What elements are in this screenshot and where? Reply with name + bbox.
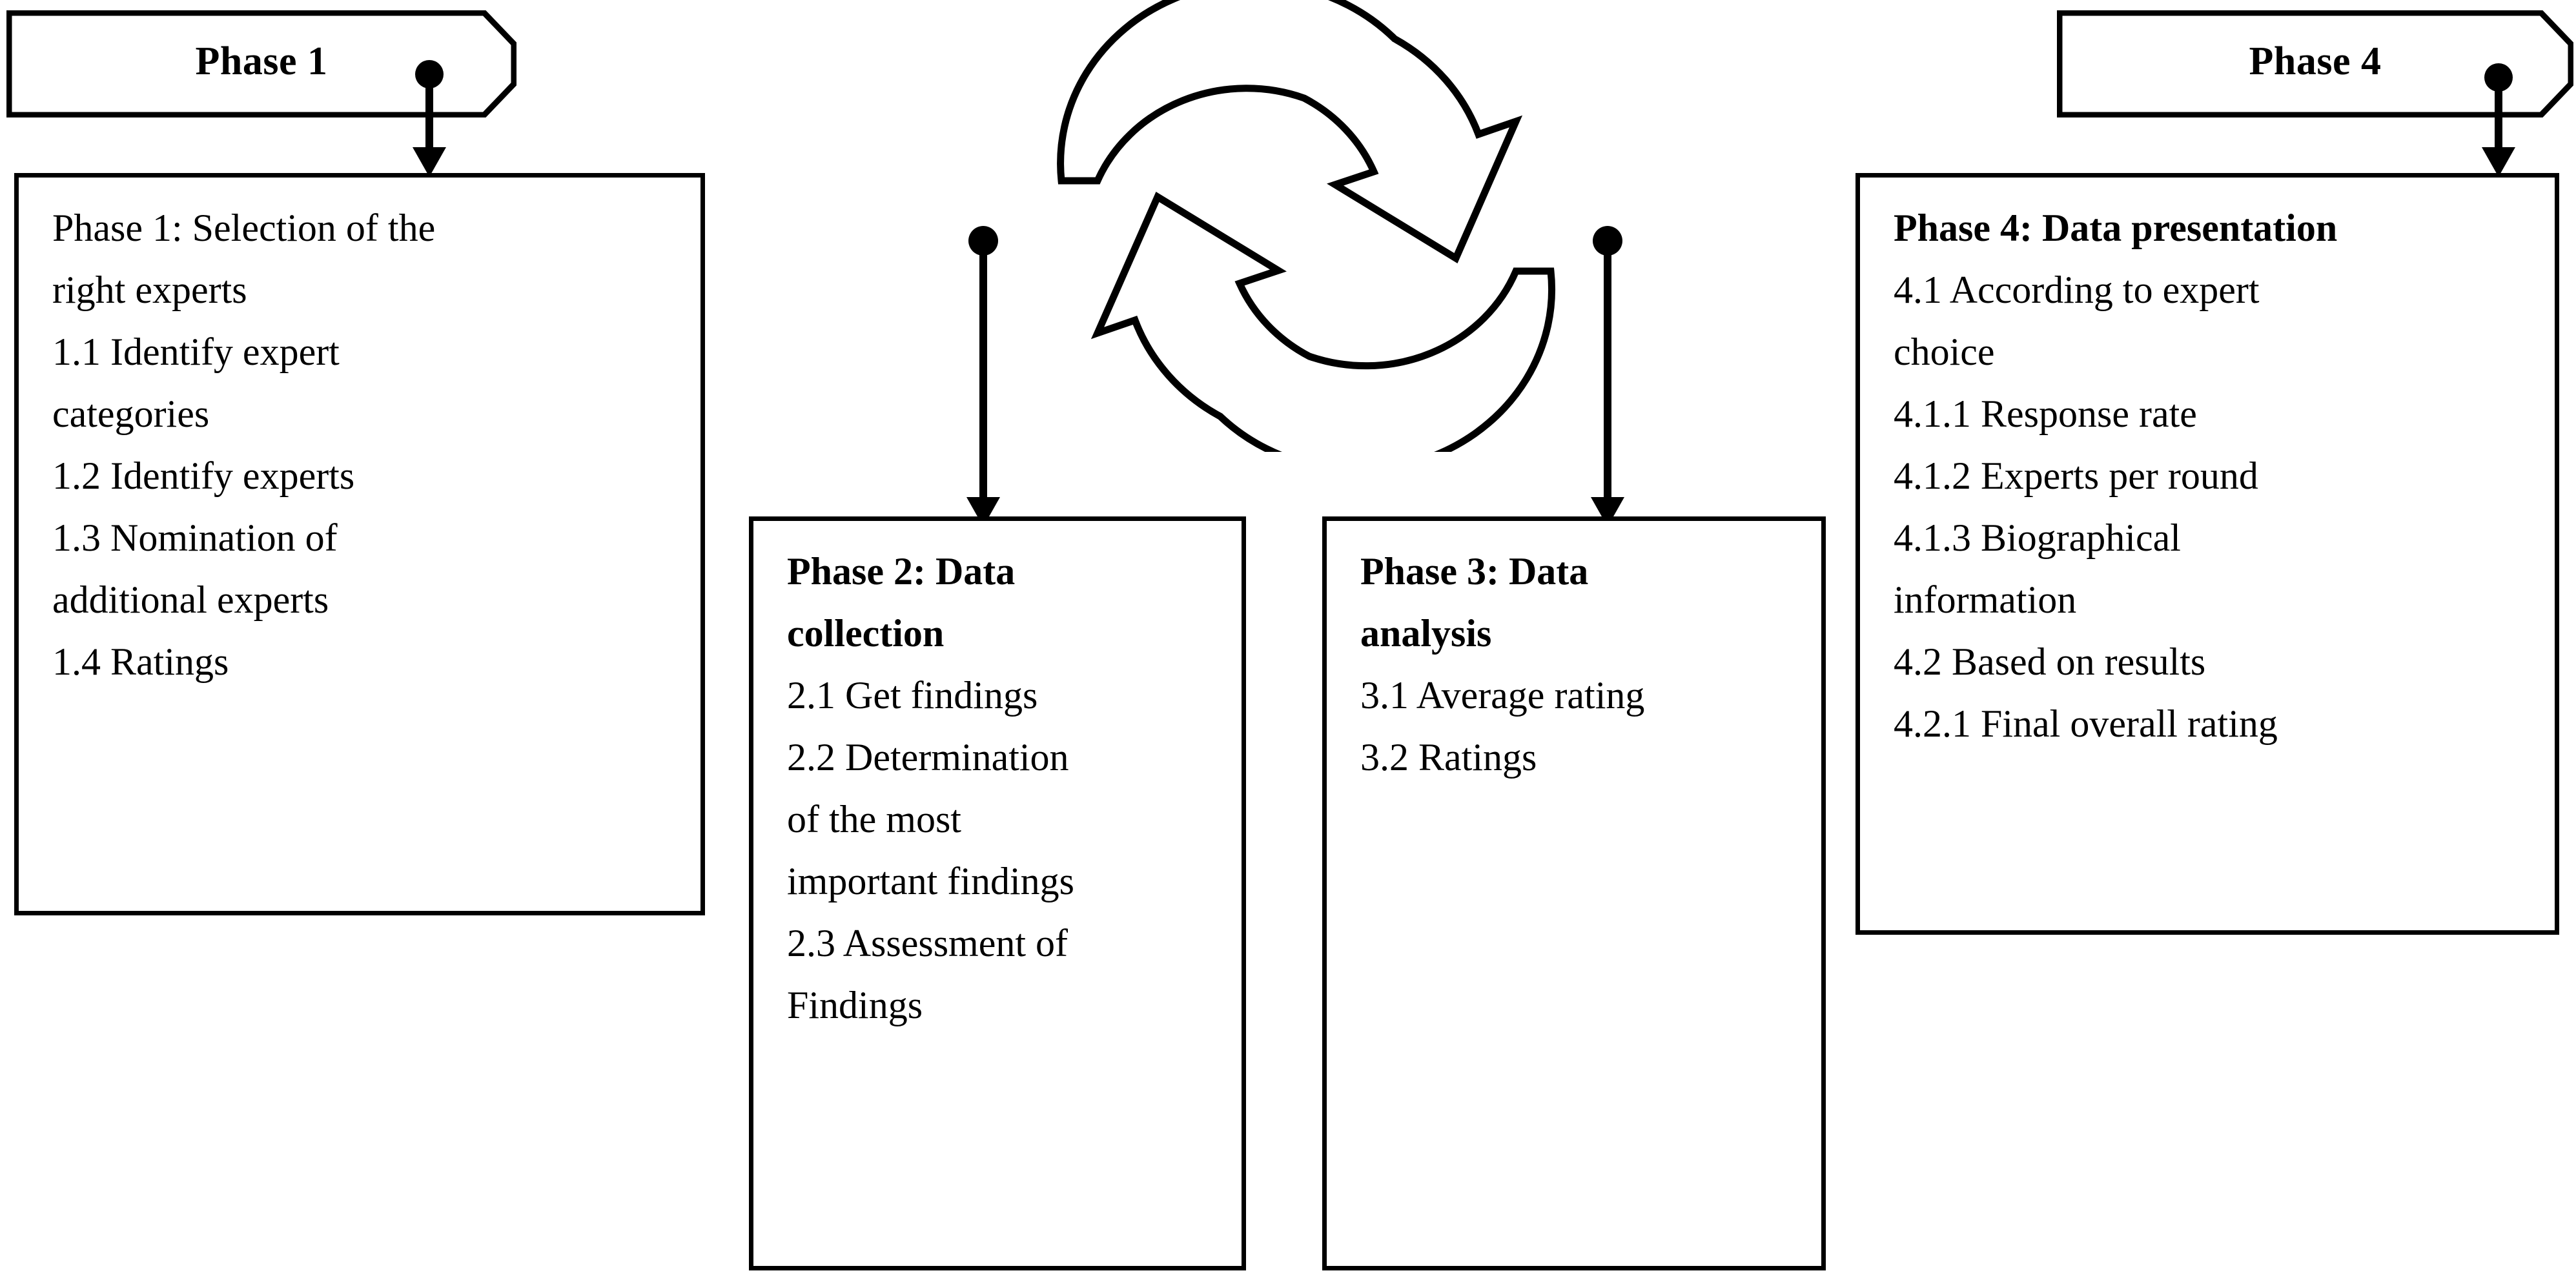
connector-phase4-arrowhead xyxy=(2482,147,2515,177)
connector-phase1-stem xyxy=(425,74,433,150)
phase4-line-0: Phase 4: Data presentation xyxy=(1894,207,2338,249)
phase1-line-0: Phase 1: Selection of the xyxy=(52,207,436,249)
phase4-line-3: 4.1.1 Response rate xyxy=(1894,392,2197,435)
phase1-box[interactable]: Phase 1: Selection of the right experts … xyxy=(14,173,705,915)
phase1-line-7: 1.4 Ratings xyxy=(52,640,229,683)
phase4-line-7: 4.2 Based on results xyxy=(1894,640,2206,683)
connector-phase3-stem xyxy=(1604,240,1611,500)
phase1-line-2: 1.1 Identify expert xyxy=(52,331,340,373)
phase4-box[interactable]: Phase 4: Data presentation 4.1 According… xyxy=(1855,173,2559,935)
cycle-arrows xyxy=(1033,0,1614,452)
phase2-line-7: Findings xyxy=(787,984,923,1026)
phase3-line-3: 3.2 Ratings xyxy=(1360,736,1537,779)
phase2-line-3: 2.2 Determination xyxy=(787,736,1069,779)
phase3-box[interactable]: Phase 3: Data analysis 3.1 Average ratin… xyxy=(1322,516,1826,1270)
phase3-line-2: 3.1 Average rating xyxy=(1360,674,1645,717)
phase1-line-1: right experts xyxy=(52,269,247,311)
connector-phase4-stem xyxy=(2495,77,2502,150)
circular-cycle-arrows-icon xyxy=(1057,0,1556,452)
phase-4-tag-label: Phase 4 xyxy=(2249,39,2382,83)
phase4-line-5: 4.1.3 Biographical xyxy=(1894,516,2181,559)
phase2-box-content: Phase 2: Data collection 2.1 Get finding… xyxy=(787,540,1223,1036)
phase2-line-6: 2.3 Assessment of xyxy=(787,922,1068,964)
phase4-line-8: 4.2.1 Final overall rating xyxy=(1894,702,2278,745)
phase4-box-content: Phase 4: Data presentation 4.1 According… xyxy=(1894,197,2537,755)
phase3-line-0: Phase 3: Data xyxy=(1360,550,1589,593)
phase1-line-6: additional experts xyxy=(52,578,329,621)
phase-4-tag[interactable]: Phase 4 xyxy=(2057,10,2573,117)
phase-1-tag-shape xyxy=(6,10,516,117)
phase3-line-1: analysis xyxy=(1360,612,1492,655)
connector-phase1-arrowhead xyxy=(413,147,446,177)
phase1-line-5: 1.3 Nomination of xyxy=(52,516,338,559)
phase4-line-4: 4.1.2 Experts per round xyxy=(1894,454,2258,497)
phase2-line-4: of the most xyxy=(787,798,961,841)
phase1-line-3: categories xyxy=(52,392,210,435)
phase4-line-1: 4.1 According to expert xyxy=(1894,269,2260,311)
phase-1-tag-label: Phase 1 xyxy=(195,39,328,83)
phase2-line-0: Phase 2: Data xyxy=(787,550,1016,593)
connector-phase2-stem xyxy=(979,240,987,500)
phase4-line-6: information xyxy=(1894,578,2077,621)
phase-4-tag-shape xyxy=(2057,10,2573,117)
phase3-box-content: Phase 3: Data analysis 3.1 Average ratin… xyxy=(1360,540,1803,788)
phase1-line-4: 1.2 Identify experts xyxy=(52,454,355,497)
phase2-box[interactable]: Phase 2: Data collection 2.1 Get finding… xyxy=(749,516,1246,1270)
phase4-line-2: choice xyxy=(1894,331,1995,373)
phase2-line-1: collection xyxy=(787,612,945,655)
phase2-line-5: important findings xyxy=(787,860,1074,902)
phase2-line-2: 2.1 Get findings xyxy=(787,674,1038,717)
phase1-box-content: Phase 1: Selection of the right experts … xyxy=(52,197,682,693)
